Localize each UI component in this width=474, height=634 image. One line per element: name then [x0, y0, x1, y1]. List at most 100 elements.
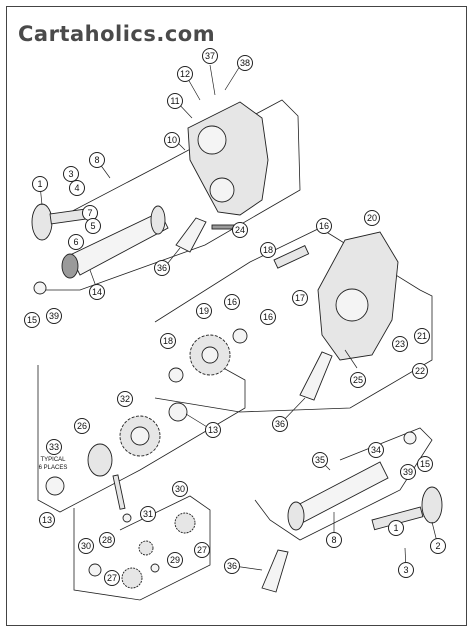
idler-bearing-left — [168, 367, 184, 383]
callout-1: 1 — [388, 520, 404, 536]
sealant-tube-middle — [299, 351, 333, 401]
callout-39: 39 — [46, 308, 62, 324]
pinion-gear-a — [138, 540, 154, 556]
callout-number: 35 — [315, 455, 325, 465]
callout-33: 33 — [46, 439, 62, 455]
thrust-washer-b — [88, 563, 102, 577]
diagram-frame — [6, 6, 467, 626]
callout-circle — [292, 290, 308, 306]
callout-circle — [312, 452, 328, 468]
callout-19: 19 — [196, 303, 212, 319]
callout-circle — [78, 538, 94, 554]
cross-pin — [112, 474, 126, 510]
callout-number: 39 — [49, 311, 59, 321]
callout-number: 22 — [415, 366, 425, 376]
callout-number: 28 — [102, 535, 112, 545]
thrust-washer-a — [122, 513, 132, 523]
callout-number: 36 — [157, 263, 167, 273]
callout-30: 30 — [172, 481, 188, 497]
upper-housing-box — [39, 99, 301, 291]
callout-18: 18 — [260, 242, 276, 258]
callout-circle — [224, 558, 240, 574]
callout-number: 1 — [37, 179, 42, 189]
callout-circle — [117, 391, 133, 407]
right-tube-flange — [287, 501, 305, 531]
callout-32: 32 — [117, 391, 133, 407]
callout-29: 29 — [167, 552, 183, 568]
callout-25: 25 — [350, 372, 366, 388]
right-hub-flange — [421, 486, 443, 524]
callout-circle — [140, 506, 156, 522]
callout-number: 1 — [393, 523, 398, 533]
callout-35: 35 — [312, 452, 328, 468]
callout-number: 16 — [263, 312, 273, 322]
callout-circle — [350, 372, 366, 388]
callout-circle — [46, 439, 62, 455]
callout-number: 16 — [319, 221, 329, 231]
right-axle-tube — [291, 461, 389, 525]
callout-circle — [24, 312, 40, 328]
callout-number: 32 — [120, 394, 130, 404]
callout-number: 15 — [420, 459, 430, 469]
upper-housing-bore-2 — [209, 177, 235, 203]
callout-number: 27 — [107, 573, 117, 583]
callout-8: 8 — [89, 152, 105, 168]
callout-circle — [272, 416, 288, 432]
ring-gear-center — [130, 426, 150, 446]
callout-circle — [400, 464, 416, 480]
callout-number: 10 — [167, 135, 177, 145]
callout-number: 29 — [170, 555, 180, 565]
callout-number: 36 — [227, 561, 237, 571]
differential-case — [87, 443, 113, 477]
idler-bearing-right — [232, 328, 248, 344]
callout-20: 20 — [364, 210, 380, 226]
side-gear-b — [121, 567, 143, 589]
callout-circle — [32, 176, 48, 192]
callout-37: 37 — [202, 48, 218, 64]
callout-circle — [63, 166, 79, 182]
callout-number: 14 — [92, 287, 102, 297]
callout-number: 33 — [49, 442, 59, 452]
callout-12: 12 — [177, 66, 193, 82]
upper-housing-bore — [197, 125, 227, 155]
right-housing-bore — [335, 288, 369, 322]
callout-16: 16 — [260, 309, 276, 325]
callout-circle — [224, 294, 240, 310]
callout-24: 24 — [232, 222, 248, 238]
callout-number: 36 — [275, 419, 285, 429]
callout-circle — [417, 456, 433, 472]
callout-number: 17 — [295, 293, 305, 303]
callout-27: 27 — [104, 570, 120, 586]
callout-number: 8 — [331, 535, 336, 545]
callout-36: 36 — [272, 416, 288, 432]
callout-circle — [69, 180, 85, 196]
callout-13: 13 — [205, 422, 221, 438]
callout-circle — [154, 260, 170, 276]
callout-circle — [46, 308, 62, 324]
callout-circle — [202, 48, 218, 64]
callout-circle — [205, 422, 221, 438]
callout-7: 7 — [82, 205, 98, 221]
callout-circle — [89, 152, 105, 168]
callout-13: 13 — [39, 512, 55, 528]
callout-38: 38 — [237, 55, 253, 71]
callout-3: 3 — [63, 166, 79, 182]
right-housing — [273, 231, 399, 361]
callout-circle — [364, 210, 380, 226]
callout-number: 13 — [208, 425, 218, 435]
callout-number: 5 — [90, 221, 95, 231]
callout-23: 23 — [392, 336, 408, 352]
pinion-shaft — [273, 245, 310, 269]
callout-circle — [326, 532, 342, 548]
callout-39: 39 — [400, 464, 416, 480]
lower-small-parts-box — [73, 495, 211, 601]
callout-number: 26 — [77, 421, 87, 431]
callout-circle — [172, 481, 188, 497]
callout-2: 2 — [430, 538, 446, 554]
callout-34: 34 — [368, 442, 384, 458]
differential-bearing-right — [168, 402, 188, 422]
callout-circle — [260, 242, 276, 258]
sealant-tubes — [175, 217, 333, 593]
